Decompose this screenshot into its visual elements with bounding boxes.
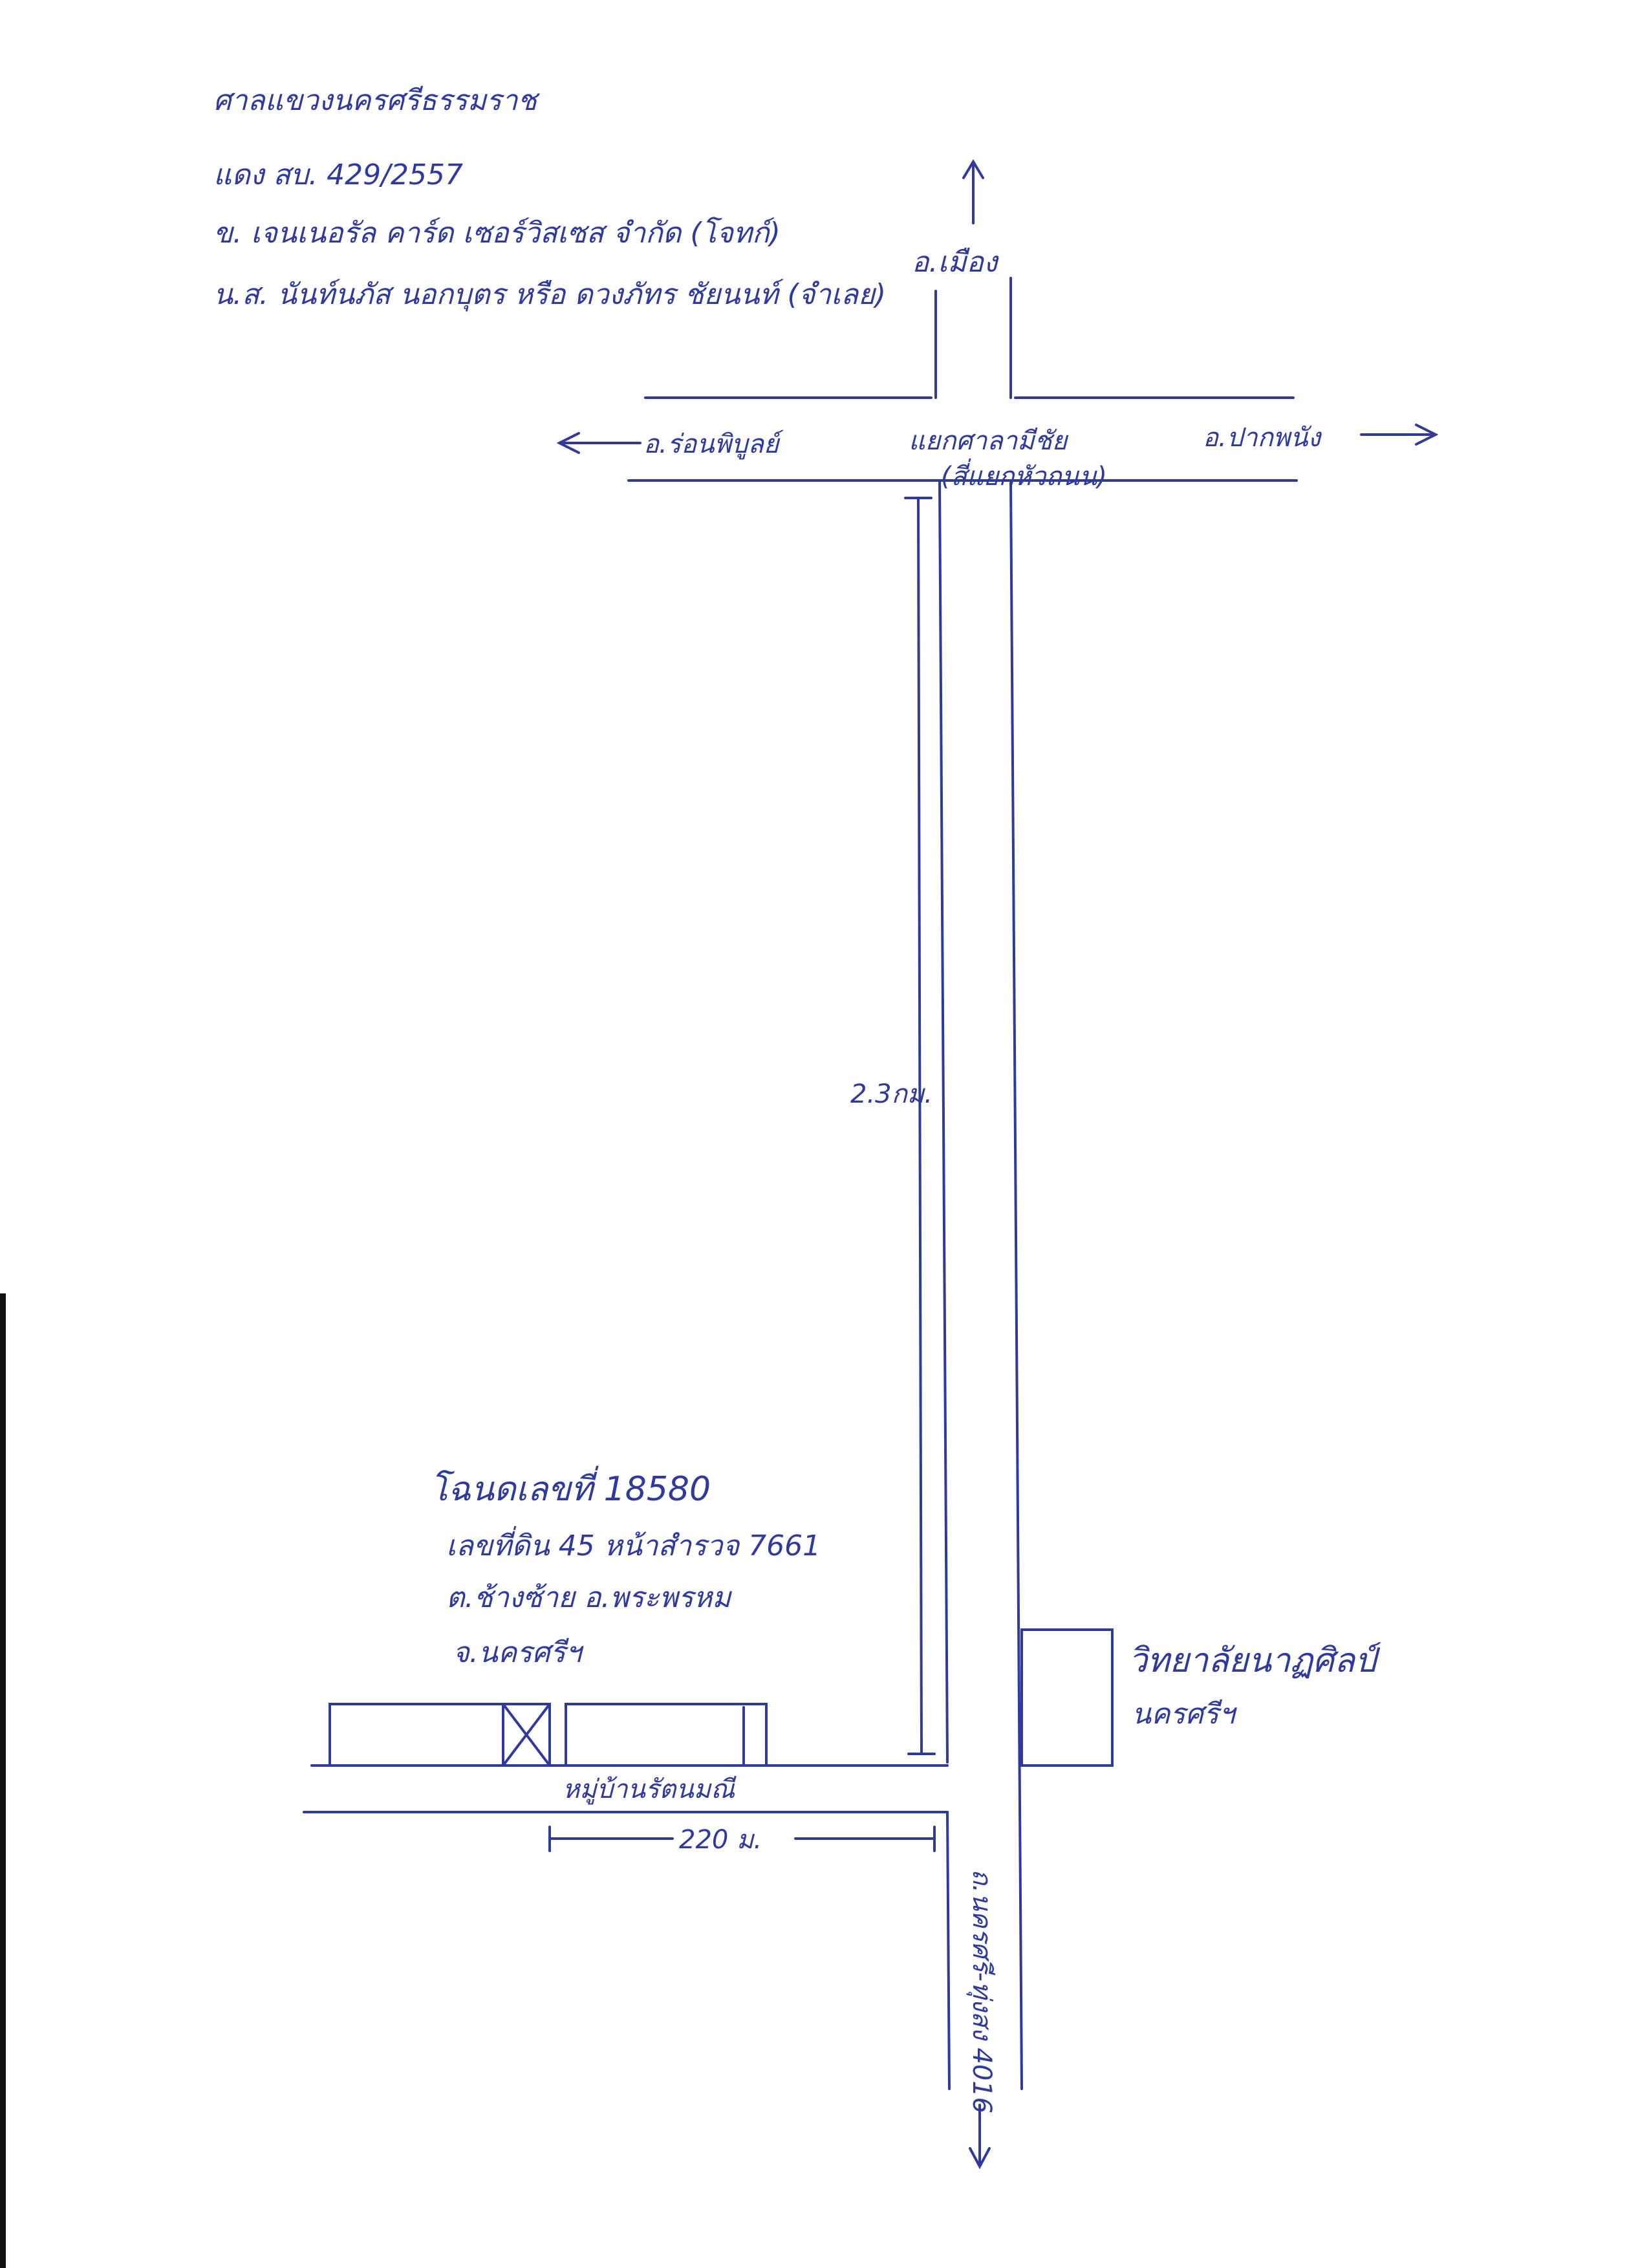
landmark-college-name: วิทยาลัยนาฏศิลป์ — [1128, 1641, 1381, 1680]
parcel-subdistrict: ต.ช้างซ้าย อ.พระพรหม — [446, 1581, 732, 1614]
landmark-college-city: นครศรีฯ — [1132, 1698, 1238, 1731]
distance-line-vertical — [904, 497, 936, 1755]
parcel-deed-number: โฉนดเลขที่ 18580 — [430, 1465, 711, 1509]
building-row — [329, 1703, 768, 1767]
west-arrow — [556, 432, 641, 454]
main-road-right-edge — [1009, 479, 1023, 2090]
label-highway: ถ.นครศรี-ทุ่งสง 4016 — [966, 1869, 997, 2113]
court-name: ศาลแขวงนครศรีธรรมราช — [213, 84, 540, 117]
label-distance-vertical: 2.3กม. — [850, 1079, 932, 1109]
building-right — [565, 1703, 768, 1767]
building-left — [329, 1703, 504, 1767]
case-number: แดง สบ. 429/2557 — [213, 158, 463, 191]
label-junction: แยกศาลามีชัย — [909, 426, 1069, 456]
parcel-province: จ.นครศรีฯ — [453, 1636, 584, 1669]
label-west-district: อ.ร่อนพิบูลย์ — [643, 429, 784, 460]
east-arrow — [1360, 424, 1439, 446]
label-village: หมู่บ้านรัตนมณี — [563, 1775, 737, 1805]
defendant-line: น.ส. นันท์นภัส นอกบุตร หรือ ดวงภัทร ชัยน… — [213, 278, 886, 312]
label-junction-sub: (สี่แยกหัวถนน) — [941, 458, 1107, 491]
distance-line-horizontal — [548, 1826, 936, 1852]
main-road-left-edge — [938, 479, 949, 1764]
label-east-district: อ.ปากพนัง — [1203, 423, 1322, 453]
label-distance-horizontal: 220 ม. — [679, 1825, 762, 1855]
target-plot-cross-b — [502, 1703, 551, 1767]
landmark-college-building — [1020, 1628, 1114, 1767]
label-north-district: อ.เมือง — [912, 246, 1000, 279]
south-arrow — [969, 2104, 991, 2170]
parcel-land-number: เลขที่ดิน 45 หน้าสำรวจ 7661 — [446, 1526, 821, 1562]
main-road-left-edge-south — [946, 1811, 951, 2090]
plaintiff-line: ข. เจนเนอรัล คาร์ด เซอร์วิสเซส จำกัด (โจ… — [213, 217, 781, 250]
north-arrow — [962, 159, 984, 224]
